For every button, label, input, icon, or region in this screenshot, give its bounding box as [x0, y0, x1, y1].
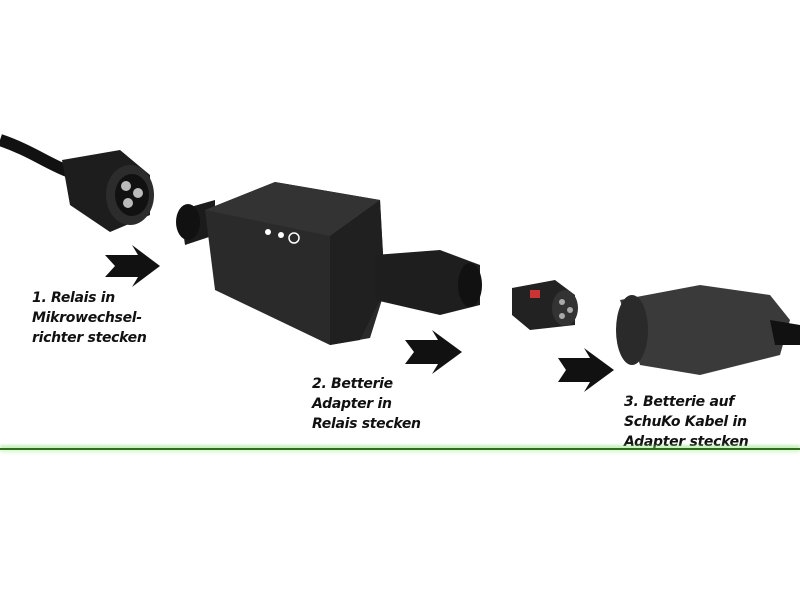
arrow-3-icon [558, 348, 614, 392]
step-3-line-2: SchuKo Kabel in [624, 414, 747, 430]
left-cable [0, 134, 73, 178]
battery-adapter [512, 280, 578, 330]
step-1-label: 1. Relais in Mikrowechsel- richter steck… [32, 288, 147, 348]
adapter-box [176, 182, 482, 345]
arrow-1-icon [105, 245, 160, 287]
step-1-line-1: 1. Relais in [32, 290, 115, 306]
green-divider-line [0, 448, 800, 450]
step-3-line-1: 3. Betterie auf [624, 394, 735, 410]
step-2-line-1: 2. Betterie [312, 376, 393, 392]
step-2-label: 2. Betterie Adapter in Relais stecken [312, 374, 421, 434]
relay-connector [62, 150, 154, 232]
step-1-line-2: Mikrowechsel- [32, 310, 142, 326]
step-2-line-2: Adapter in [312, 396, 392, 412]
schuko-connector [616, 285, 800, 375]
arrow-2-icon [405, 330, 462, 374]
step-2-line-3: Relais stecken [312, 416, 421, 432]
step-1-line-3: richter stecken [32, 330, 147, 346]
step-3-label: 3. Betterie auf SchuKo Kabel in Adapter … [624, 392, 749, 452]
step-3-line-3: Adapter stecken [624, 434, 749, 450]
